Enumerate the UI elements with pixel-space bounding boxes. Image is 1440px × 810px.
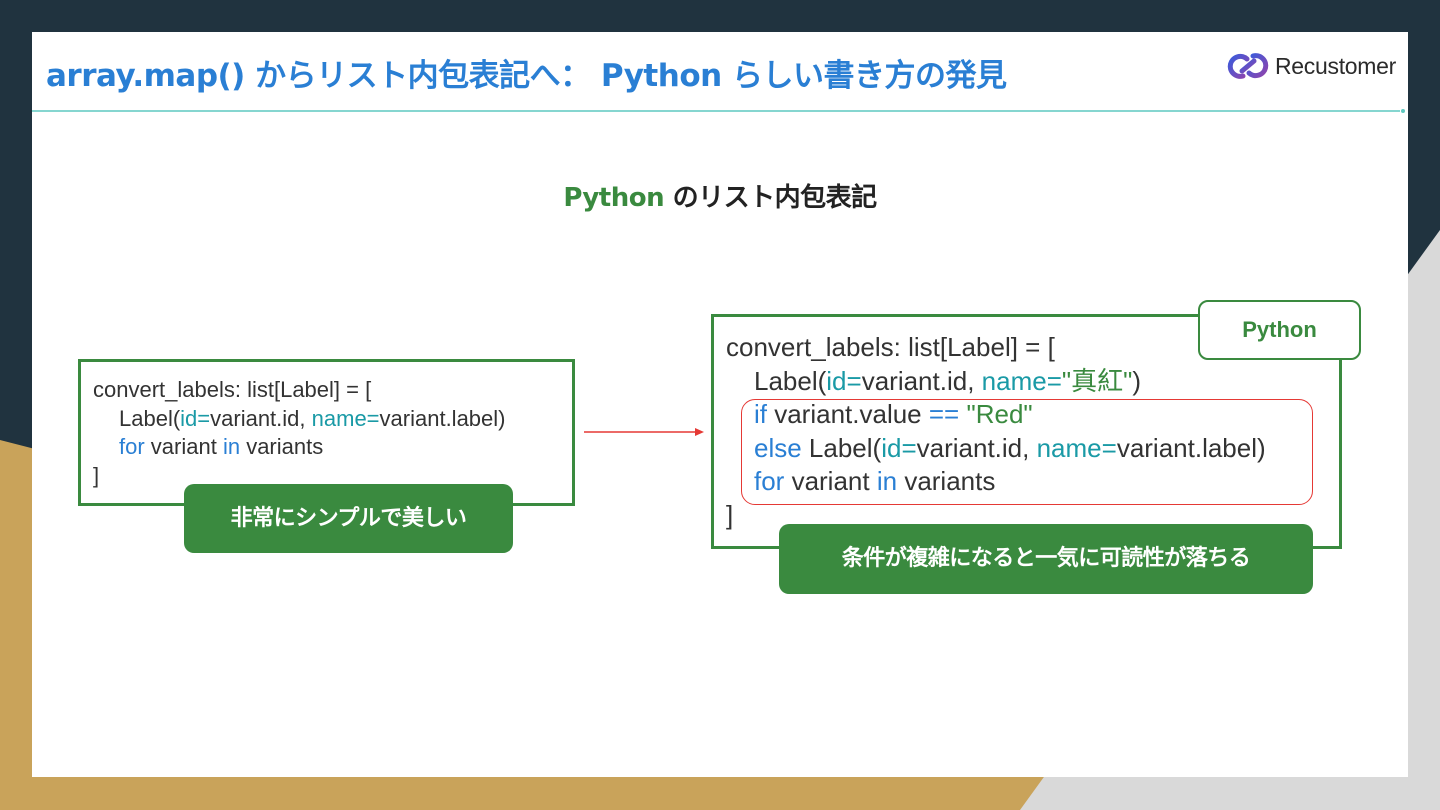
- code-line: Label(id=variant.id, name="真紅"): [726, 365, 1339, 399]
- code-text: ]: [93, 462, 100, 488]
- complex-caption-badge: 条件が複雑になると一気に可読性が落ちる: [779, 524, 1313, 594]
- code-kwarg: id=: [881, 432, 917, 463]
- code-kwarg: id=: [180, 405, 211, 431]
- code-kwarg: name=: [1036, 432, 1117, 463]
- code-line: if variant.value == "Red": [726, 398, 1339, 432]
- logo: Recustomer: [1227, 50, 1396, 82]
- code-text: ]: [726, 499, 734, 530]
- simple-caption-badge: 非常にシンプルで美しい: [184, 484, 513, 553]
- code-line: for variant in variants: [93, 433, 572, 462]
- code-value: variant: [784, 466, 877, 496]
- code-keyword: in: [876, 466, 898, 496]
- title-divider: [32, 109, 1405, 113]
- code-value: variant.id,: [861, 365, 982, 396]
- logo-text: Recustomer: [1275, 52, 1396, 79]
- code-value: ): [1132, 365, 1142, 396]
- code-line: convert_labels: list[Label] = [: [93, 376, 572, 405]
- code-value: variant.id,: [210, 405, 312, 431]
- code-kwarg: name=: [311, 405, 380, 431]
- section-heading-python: Python: [563, 183, 665, 213]
- simple-code-block: convert_labels: list[Label] = [ Label(id…: [78, 359, 575, 506]
- code-line: Label(id=variant.id, name=variant.label): [93, 405, 572, 434]
- code-value: variant.value: [767, 399, 929, 429]
- code-operator: ==: [928, 399, 960, 429]
- code-line: convert_labels: list[Label] = [: [726, 331, 1339, 365]
- code-text: convert_labels: list[Label] = [: [726, 332, 1055, 362]
- code-keyword: else: [754, 432, 802, 463]
- code-value: variant.id,: [916, 432, 1037, 463]
- code-line: ]: [93, 462, 572, 491]
- code-value: variant: [144, 434, 223, 459]
- code-line: ]: [726, 499, 1339, 533]
- code-line: for variant in variants: [726, 465, 1339, 499]
- code-func: Label(: [119, 405, 181, 431]
- code-keyword: if: [754, 399, 767, 429]
- code-keyword: in: [222, 434, 241, 459]
- code-value: variant.label): [379, 405, 506, 431]
- code-string: "Red": [959, 399, 1033, 429]
- code-func: Label(: [754, 365, 827, 396]
- recustomer-logo-icon: [1227, 53, 1269, 79]
- arrow-right-icon: [584, 428, 704, 436]
- code-value: variants: [897, 466, 996, 496]
- slide-title: array.map() からリスト内包表記へ： Python らしい書き方の発見: [46, 58, 1007, 94]
- code-kwarg: name=: [981, 365, 1062, 396]
- code-value: variant.label): [1116, 432, 1266, 463]
- code-keyword: for: [754, 466, 785, 496]
- code-kwarg: id=: [826, 365, 862, 396]
- code-line: else Label(id=variant.id, name=variant.l…: [726, 432, 1339, 466]
- code-keyword: for: [119, 434, 145, 459]
- slide: array.map() からリスト内包表記へ： Python らしい書き方の発見…: [32, 32, 1408, 777]
- code-text: convert_labels: list[Label] = [: [93, 377, 372, 402]
- code-func: Label(: [801, 432, 882, 463]
- code-value: variants: [240, 434, 324, 459]
- code-string: "真紅": [1061, 365, 1133, 396]
- section-heading: Python のリスト内包表記: [32, 177, 1408, 214]
- section-heading-text: のリスト内包表記: [664, 183, 878, 213]
- condition-highlight-frame: [741, 399, 1313, 505]
- python-language-tag: Python: [1198, 300, 1361, 360]
